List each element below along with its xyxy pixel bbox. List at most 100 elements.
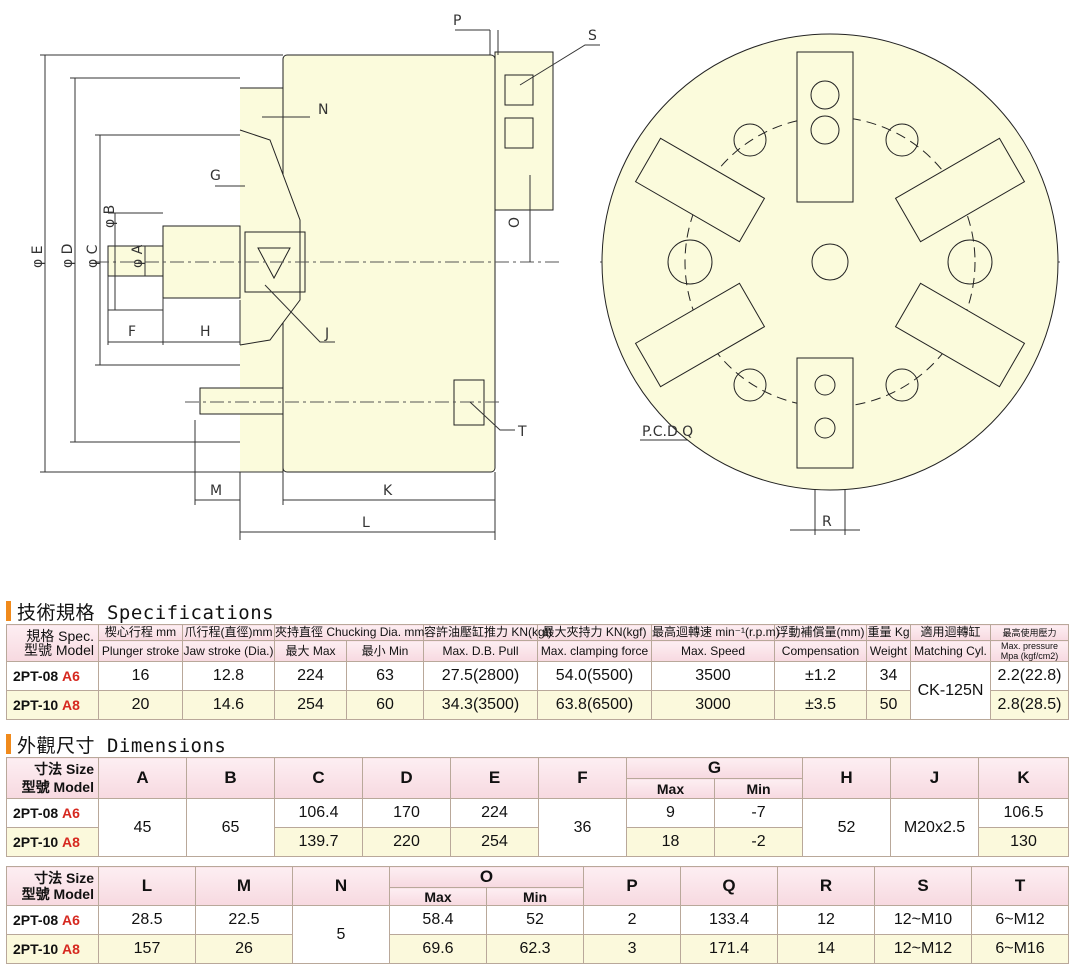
- cell-press: 2.2(22.8): [990, 661, 1069, 691]
- label-l: L: [362, 515, 370, 531]
- corner-model-label: 型號 Model: [21, 886, 94, 902]
- section-marker: [6, 734, 11, 754]
- cell-c: 106.4: [274, 798, 363, 828]
- hdr-c: C: [274, 757, 363, 799]
- model-cell: 2PT-08 A6: [6, 661, 99, 691]
- hdr-n: N: [292, 866, 390, 906]
- hdr-d: D: [362, 757, 451, 799]
- model-name: 2PT-08: [13, 668, 63, 684]
- cell-p: 2: [583, 905, 682, 935]
- label-phi-a: φ A: [130, 244, 146, 268]
- hdr-plunger-en: Plunger stroke: [98, 640, 183, 662]
- hdr-o-min: Min: [485, 887, 585, 906]
- hdr-r: R: [777, 866, 876, 906]
- hdr-min: 最小 Min: [346, 640, 424, 662]
- cell-s: 12~M12: [874, 934, 973, 964]
- cell-max: 224: [274, 661, 347, 691]
- label-o: O: [507, 217, 523, 228]
- hdr-speed-en: Max. Speed: [651, 640, 775, 662]
- cell-g-max: 9: [626, 798, 715, 828]
- cell-e: 224: [450, 798, 539, 828]
- cell-min: 60: [346, 690, 424, 720]
- model-cell: 2PT-10 A8: [6, 690, 99, 720]
- cell-e: 254: [450, 827, 539, 857]
- hdr-pull: 容許油壓缸推力 KN(kgf): [423, 624, 553, 641]
- dim-corner-cell-2: 寸法 Size 型號 Model: [6, 866, 99, 906]
- label-j: J: [324, 326, 329, 342]
- cell-n: 5: [292, 905, 390, 964]
- cell-f: 36: [538, 798, 627, 857]
- label-h: H: [200, 324, 211, 340]
- spec-section-title: 技術規格 Specifications: [6, 600, 274, 624]
- cell-s: 12~M10: [874, 905, 973, 935]
- label-t: T: [517, 424, 527, 440]
- hdr-press-en-1: Max. pressure: [1000, 641, 1059, 651]
- hdr-b: B: [186, 757, 275, 799]
- cell-q: 171.4: [680, 934, 779, 964]
- cell-h: 52: [802, 798, 892, 857]
- dim-section-title: 外觀尺寸 Dimensions: [6, 733, 226, 757]
- hdr-max: 最大 Max: [274, 640, 347, 662]
- cell-o-min: 62.3: [485, 934, 585, 964]
- corner-model-label: 型號 Model: [21, 779, 94, 795]
- cell-j: M20x2.5: [890, 798, 980, 857]
- table-row: 2PT-08 A6 16 12.8 224 63 27.5(2800) 54.0…: [6, 661, 1069, 720]
- hdr-l: L: [98, 866, 196, 906]
- hdr-j: J: [890, 757, 980, 799]
- hdr-clamp: 最大夾持力 KN(kgf): [537, 624, 652, 641]
- cell-g-min: -7: [713, 798, 804, 828]
- label-phi-b: φ B: [102, 205, 118, 228]
- model-cell: 2PT-08 A6: [6, 798, 99, 828]
- hdr-clamp-en: Max. clamping force: [537, 640, 652, 662]
- cell-r: 14: [777, 934, 876, 964]
- label-s: S: [588, 28, 597, 44]
- hdr-o-max: Max: [389, 887, 487, 906]
- hdr-weight-en: Weight: [866, 640, 911, 662]
- cell-clamp: 63.8(6500): [537, 690, 652, 720]
- cell-c: 139.7: [274, 827, 363, 857]
- cell-cyl: CK-125N: [910, 661, 991, 720]
- model-suffix: A6: [62, 805, 80, 821]
- model-suffix: A6: [62, 668, 80, 684]
- hdr-m: M: [195, 866, 293, 906]
- model-suffix: A8: [62, 834, 80, 850]
- cell-weight: 50: [866, 690, 911, 720]
- cell-speed: 3500: [651, 661, 775, 691]
- cell-weight: 34: [866, 661, 911, 691]
- model-cell: 2PT-10 A8: [6, 934, 99, 964]
- hdr-cyl-en: Matching Cyl.: [910, 640, 991, 662]
- corner-size-label: 寸法 Size: [34, 870, 94, 886]
- model-name: 2PT-08: [13, 912, 63, 928]
- cell-pull: 34.3(3500): [423, 690, 538, 720]
- cell-k: 130: [978, 827, 1070, 857]
- spec-table: 規格 Spec. 型號 Model 楔心行程 mm 爪行程(直徑)mm 夾持直徑…: [6, 624, 1069, 720]
- cell-o-min: 52: [485, 905, 585, 935]
- table-row: 2PT-10 A8 20 14.6 254 60 34.3(3500) 63.8…: [6, 690, 1069, 720]
- label-phi-d: φ D: [60, 244, 76, 268]
- cell-q: 133.4: [680, 905, 779, 935]
- hdr-q: Q: [680, 866, 779, 906]
- model-cell: 2PT-10 A8: [6, 827, 99, 857]
- hdr-f: F: [538, 757, 627, 799]
- table-row: 2PT-10 A8 157 26 69.6 62.3 3 171.4 14 12…: [6, 934, 1070, 964]
- hdr-t: T: [971, 866, 1070, 906]
- cell-t: 6~M16: [971, 934, 1070, 964]
- model-name: 2PT-10: [13, 697, 63, 713]
- cell-jaw: 12.8: [182, 661, 275, 691]
- table-row: 2PT-10 A8 139.7 220 254 18 -2 130: [6, 827, 1070, 857]
- cell-b: 65: [186, 798, 275, 857]
- section-marker: [6, 601, 11, 621]
- hdr-pull-en: Max. D.B. Pull: [423, 640, 538, 662]
- model-name: 2PT-08: [13, 805, 63, 821]
- corner-size-label: 寸法 Size: [34, 761, 94, 777]
- cell-l: 28.5: [98, 905, 196, 935]
- cell-comp: ±1.2: [774, 661, 867, 691]
- cell-k: 106.5: [978, 798, 1070, 828]
- front-view: [601, 33, 1059, 491]
- hdr-plunger: 楔心行程 mm: [98, 624, 183, 641]
- dim-corner-cell: 寸法 Size 型號 Model: [6, 757, 99, 799]
- hdr-g-min: Min: [713, 778, 804, 799]
- hdr-comp-en: Compensation: [774, 640, 867, 662]
- hdr-weight: 重量 Kg: [866, 624, 911, 641]
- cell-speed: 3000: [651, 690, 775, 720]
